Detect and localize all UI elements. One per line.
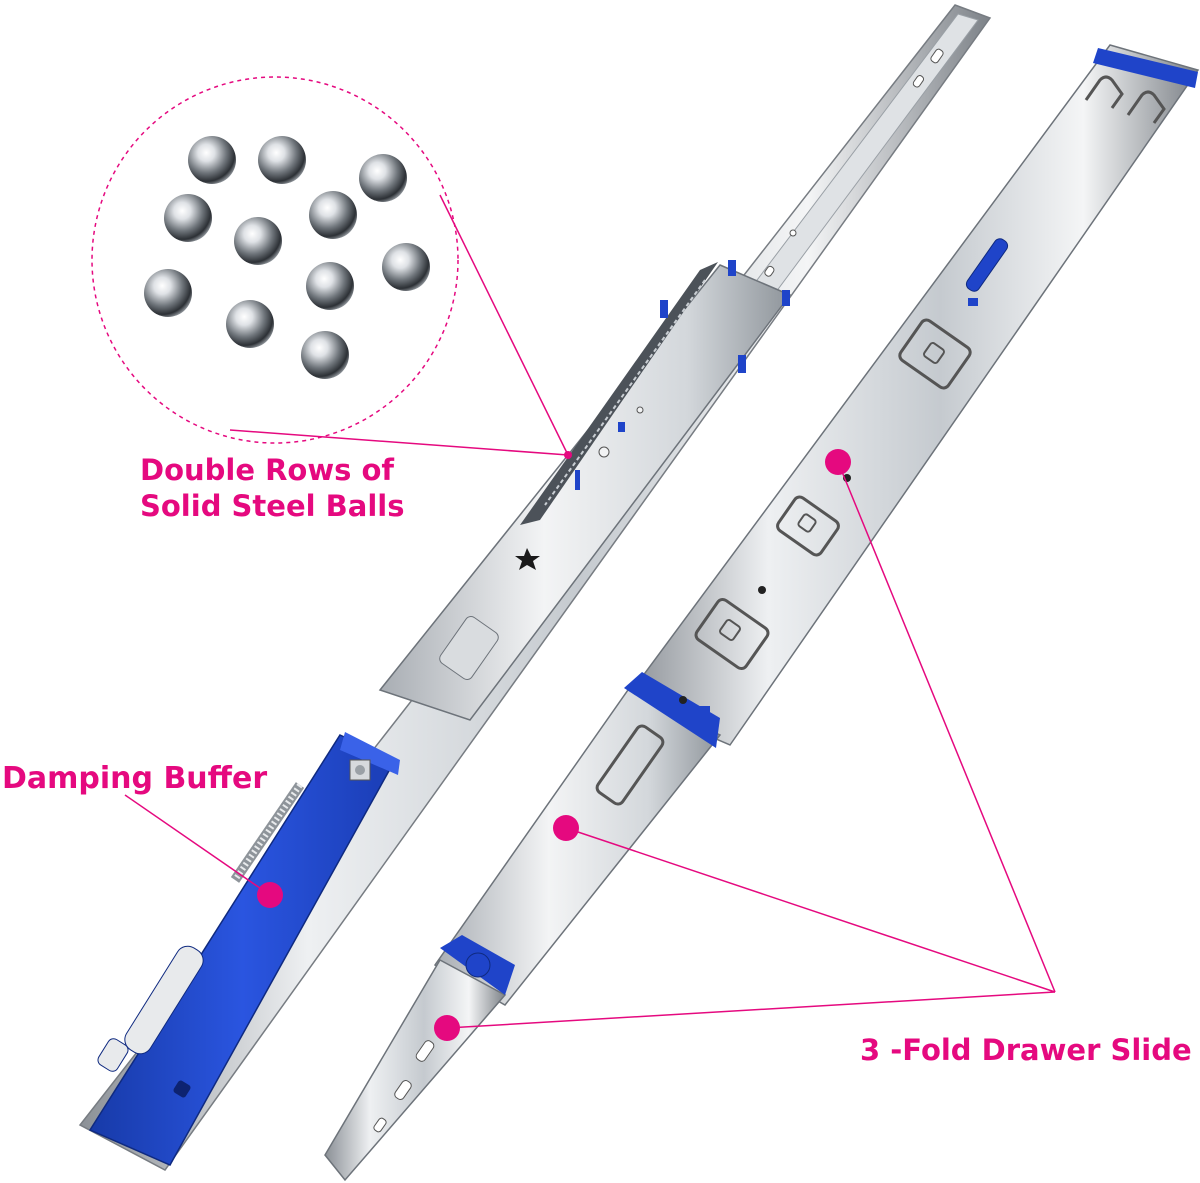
callout-dots: [257, 449, 851, 1041]
steel-ball: [359, 154, 407, 202]
callout-steel-balls-line2: Solid Steel Balls: [140, 489, 405, 524]
callout-dot-damping: [257, 882, 283, 908]
callout-lines: [124, 194, 1056, 1029]
callout-damping-buffer: Damping Buffer: [2, 761, 268, 796]
steel-balls: [144, 136, 430, 379]
steel-ball: [258, 136, 306, 184]
steel-ball: [226, 300, 274, 348]
steel-ball: [382, 243, 430, 291]
steel-ball: [309, 191, 357, 239]
left-drawer-slide: [78, 4, 992, 1171]
steel-ball: [306, 262, 354, 310]
steel-ball: [301, 331, 349, 379]
callout-dot-top-rail: [825, 449, 851, 475]
callout-dot-steel-balls: [564, 451, 572, 459]
callout-dot-middle-rail: [553, 815, 579, 841]
callout-dot-inner-rail: [434, 1015, 460, 1041]
steel-ball: [234, 217, 282, 265]
steel-ball: [164, 194, 212, 242]
steel-ball: [144, 269, 192, 317]
damping-spring: [230, 782, 305, 883]
callout-steel-balls-line1: Double Rows of: [140, 453, 395, 487]
right-drawer-slide: [324, 44, 1200, 1182]
callout-steel-balls: Double Rows of Solid Steel Balls: [140, 452, 404, 525]
zoom-circle: [91, 76, 459, 444]
callout-3-fold-drawer-slide: 3 -Fold Drawer Slide: [860, 1033, 1192, 1067]
steel-ball: [188, 136, 236, 184]
